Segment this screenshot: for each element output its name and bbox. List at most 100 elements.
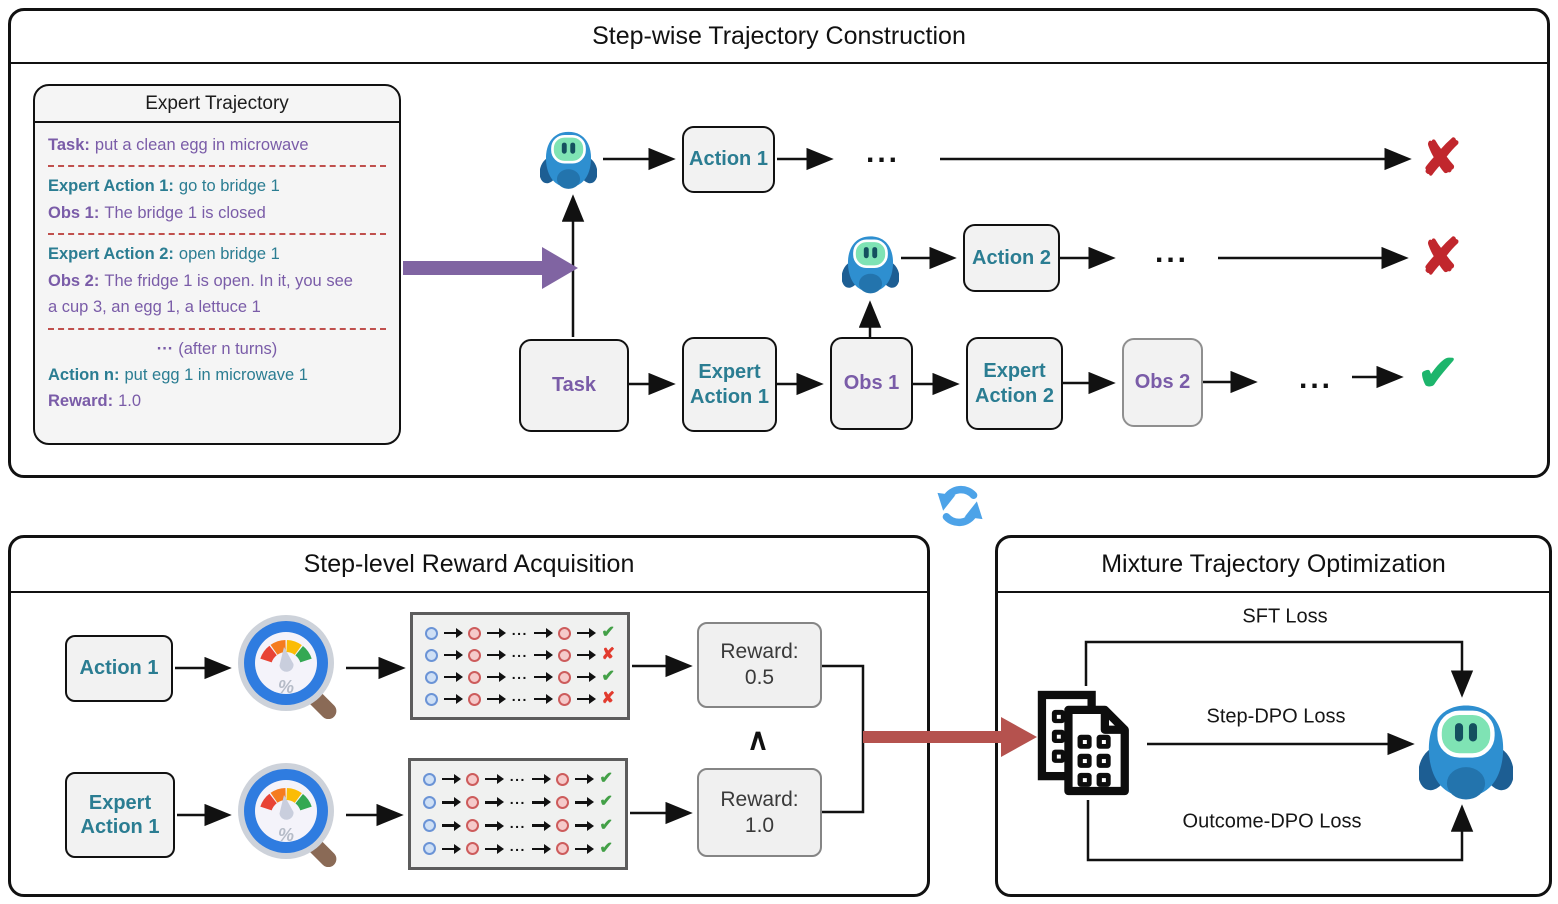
arrow-icon xyxy=(485,824,498,827)
arrow-icon xyxy=(441,801,454,804)
step-dot-red xyxy=(558,648,572,662)
arrow-icon xyxy=(576,631,589,635)
rollout-row: ...✔ xyxy=(425,667,615,685)
step-dpo-loss-label: Step-DPO Loss xyxy=(1206,705,1346,728)
trajectory-expert-action1-line: Expert Action 1:go to bridge 1 xyxy=(48,177,280,196)
arrow-icon xyxy=(441,847,454,851)
arrow-icon xyxy=(574,777,587,781)
node-action-1: Action 1 xyxy=(682,126,775,193)
sft-loss-bracket xyxy=(1084,640,1474,698)
step-dot-red xyxy=(558,626,572,640)
policy-robot-icon xyxy=(1419,702,1513,800)
arrow-icon xyxy=(443,653,456,657)
failure-cross-icon: ✘ xyxy=(1420,130,1462,186)
trajectory-expert-action2-line: Expert Action 2:open bridge 1 xyxy=(48,245,280,264)
arrow-icon xyxy=(531,801,544,804)
reward-to-optimization-arrow xyxy=(863,717,1037,757)
trajectory-obs2-line: Obs 2:The fridge 1 is open. In it, you s… xyxy=(48,271,353,290)
arrow-icon xyxy=(443,631,456,635)
outcome-dpo-loss-label: Outcome-DPO Loss xyxy=(1182,810,1362,833)
step-dot-red xyxy=(468,670,482,684)
agent-robot-icon xyxy=(842,233,899,295)
arrow-icon xyxy=(487,653,500,657)
arrow-icon xyxy=(441,824,454,827)
rollout-outcome-mark: ✘ xyxy=(601,690,615,707)
node-sampled-action-1: Action 1 xyxy=(65,635,173,702)
expert-trajectory-body: Task:put a clean egg in microwave Expert… xyxy=(35,123,399,414)
step-dot-red xyxy=(468,648,482,662)
failure-cross-icon: ✘ xyxy=(1420,229,1462,285)
step-dot-red xyxy=(556,842,570,856)
trajectory-obs1-line: Obs 1:The bridge 1 is closed xyxy=(48,203,266,222)
step-dot-red xyxy=(558,692,572,706)
rollout-outcome-mark: ✔ xyxy=(599,770,613,787)
arrow-icon xyxy=(576,697,589,701)
step-dot-red xyxy=(468,692,482,706)
reward-evaluator-gauge-icon xyxy=(236,761,346,871)
state-dot-blue xyxy=(425,670,438,684)
step-dot-red xyxy=(466,819,480,833)
arrow-icon xyxy=(576,675,589,679)
state-dot-blue xyxy=(423,842,436,856)
step-dot-red xyxy=(558,670,572,684)
rollout-row: ...✔ xyxy=(425,623,615,641)
rollout-results-action: ...✔...✘...✔...✘ xyxy=(410,612,630,720)
node-reward-expert: Reward: 1.0 xyxy=(697,768,822,857)
node-action-2: Action 2 xyxy=(963,224,1060,292)
outcome-dpo-bracket xyxy=(1086,800,1474,862)
step-dot-red xyxy=(466,842,480,856)
trajectory-obs2-continued-line: a cup 3, an egg 1, a lettuce 1 xyxy=(48,298,261,317)
arrow-icon xyxy=(574,847,587,851)
step-dot-red xyxy=(556,819,570,833)
iterate-refresh-icon xyxy=(929,476,991,536)
node-task: Task xyxy=(519,339,629,432)
arrow-icon xyxy=(485,777,498,781)
arrow-icon xyxy=(443,675,456,679)
rollout-row: ...✔ xyxy=(423,839,613,857)
node-obs-2: Obs 2 xyxy=(1122,338,1203,427)
arrow-icon xyxy=(485,847,498,851)
trajectory-task-line: Task:put a clean egg in microwave xyxy=(48,136,309,154)
preference-dataset-documents-icon xyxy=(1032,688,1138,798)
dashed-separator xyxy=(48,233,386,236)
state-dot-blue xyxy=(423,819,436,833)
state-dot-blue xyxy=(425,626,438,640)
rollout-outcome-mark: ✔ xyxy=(599,816,613,834)
panel-title-reward-acquisition: Step-level Reward Acquisition xyxy=(11,538,927,593)
arrow-icon xyxy=(533,675,546,679)
arrow-icon xyxy=(487,675,500,679)
rollout-outcome-mark: ✔ xyxy=(601,668,615,685)
node-sampled-expert-action-1: Expert Action 1 xyxy=(65,772,175,858)
expert-trajectory-card: Expert Trajectory Task:put a clean egg i… xyxy=(33,84,401,445)
state-dot-blue xyxy=(423,795,436,809)
trajectory-reward-line: Reward:1.0 xyxy=(48,392,142,411)
arrow-icon xyxy=(443,697,456,701)
rollout-row: ...✔ xyxy=(423,816,613,834)
dashed-separator xyxy=(48,327,386,330)
arrow-icon xyxy=(485,801,498,804)
rollout-row: ...✘ xyxy=(425,645,615,663)
node-obs-1: Obs 1 xyxy=(830,337,913,430)
arrow-icon xyxy=(533,653,546,657)
state-dot-blue xyxy=(425,692,438,706)
reward-junction-line xyxy=(822,664,865,814)
arrow-icon xyxy=(533,631,546,635)
step-dot-red xyxy=(466,772,480,786)
arrow-icon xyxy=(533,697,546,701)
panel-title-mixture-optimization: Mixture Trajectory Optimization xyxy=(998,538,1549,593)
rollout-results-expert: ...✔...✔...✔...✔ xyxy=(408,758,628,870)
trajectory-action-n-line: Action n:put egg 1 in microwave 1 xyxy=(48,365,308,384)
expert-trajectory-title: Expert Trajectory xyxy=(35,86,399,123)
arrow-icon xyxy=(441,777,454,781)
sft-loss-label: SFT Loss xyxy=(1242,605,1328,628)
panel-title-trajectory-construction: Step-wise Trajectory Construction xyxy=(11,11,1547,64)
reward-evaluator-gauge-icon xyxy=(236,613,346,723)
success-check-icon: ✔ xyxy=(1417,345,1459,401)
agent-robot-icon xyxy=(540,129,597,190)
step-dot-red xyxy=(468,626,482,640)
arrow-icon xyxy=(574,824,587,827)
dashed-separator xyxy=(48,165,386,168)
trajectory-ellipsis-line: ···(after n turns) xyxy=(156,339,278,358)
